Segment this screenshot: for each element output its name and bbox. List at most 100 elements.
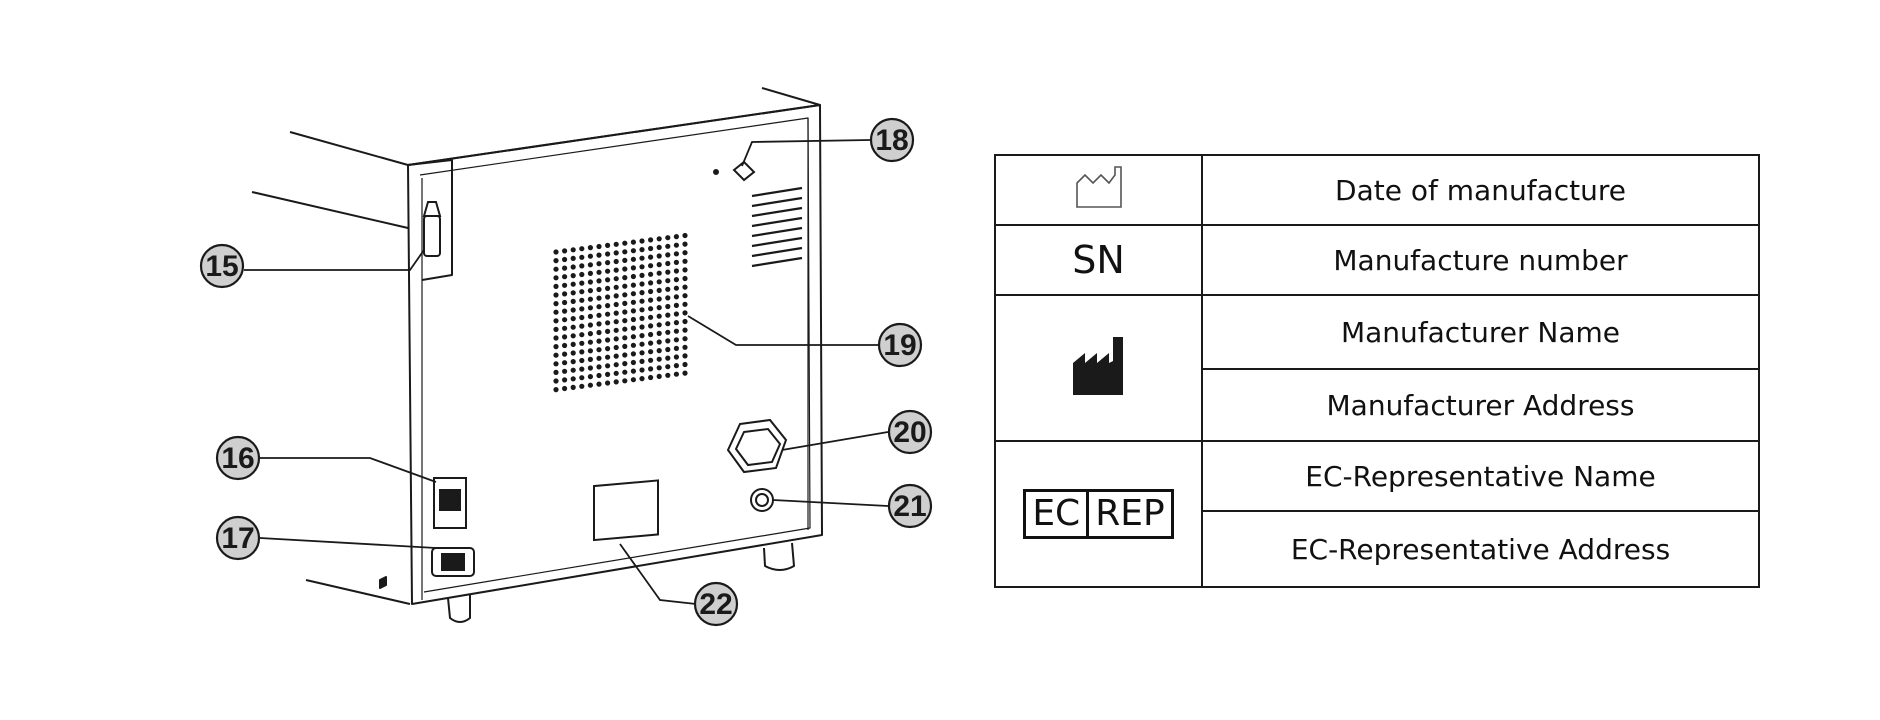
grille-hole bbox=[605, 371, 611, 377]
grille-hole bbox=[648, 280, 654, 286]
grille-hole bbox=[639, 333, 645, 339]
grille-hole bbox=[553, 301, 559, 307]
grille-hole bbox=[648, 271, 654, 277]
grille-hole bbox=[673, 371, 680, 377]
grille-hole bbox=[673, 354, 680, 360]
grille-hole bbox=[682, 232, 688, 239]
grille-hole bbox=[648, 245, 654, 252]
grille-hole bbox=[622, 378, 628, 384]
callout-circle bbox=[877, 322, 923, 368]
grille-hole bbox=[587, 322, 594, 328]
callout-leader-line bbox=[244, 249, 425, 271]
grille-hole bbox=[622, 326, 628, 332]
grille-hole bbox=[656, 322, 662, 328]
grille-hole bbox=[587, 339, 594, 345]
grille-hole bbox=[622, 361, 628, 367]
grille-hole bbox=[613, 370, 619, 376]
grille-hole bbox=[570, 255, 576, 261]
grille-hole bbox=[639, 307, 645, 313]
callout-label: 20 bbox=[893, 416, 926, 449]
grille-hole bbox=[673, 234, 680, 240]
label-plate bbox=[593, 479, 659, 542]
grille-hole bbox=[579, 366, 585, 372]
grille-hole bbox=[682, 301, 688, 307]
grille-hole bbox=[596, 243, 602, 250]
grille-hole bbox=[605, 363, 611, 369]
grille-hole bbox=[639, 324, 645, 330]
callout-label: 16 bbox=[221, 442, 254, 475]
grille-hole bbox=[562, 368, 568, 374]
grille-hole bbox=[673, 337, 680, 343]
grille-hole bbox=[630, 256, 637, 262]
legend-text: EC-Representative Name bbox=[1201, 440, 1760, 512]
callout-leader-line bbox=[772, 499, 889, 507]
grille-hole bbox=[613, 284, 619, 290]
grille-hole bbox=[579, 297, 585, 303]
callout-label: 18 bbox=[875, 124, 908, 157]
grille-hole bbox=[596, 261, 602, 267]
cabinet-top-edge bbox=[289, 87, 821, 166]
grille-hole bbox=[682, 284, 688, 290]
callout-leader-line bbox=[781, 431, 889, 451]
grille-hole bbox=[630, 291, 637, 297]
grille-hole bbox=[579, 263, 585, 269]
grille-hole bbox=[553, 266, 559, 272]
grille-hole bbox=[562, 299, 568, 306]
grille-hole bbox=[673, 328, 680, 334]
grille-hole bbox=[622, 343, 628, 349]
grille-hole bbox=[648, 331, 654, 338]
grille-hole bbox=[579, 306, 585, 312]
grille-hole bbox=[656, 253, 662, 259]
grille-hole bbox=[673, 268, 680, 274]
grille-hole bbox=[665, 252, 671, 258]
grille-hole bbox=[596, 312, 602, 318]
grille-hole bbox=[562, 248, 568, 254]
grille-hole bbox=[613, 379, 619, 385]
grille-hole bbox=[673, 311, 680, 317]
grille-hole bbox=[648, 340, 654, 346]
grille-hole bbox=[553, 309, 559, 315]
foot-right bbox=[763, 542, 795, 571]
grille-hole bbox=[682, 327, 688, 333]
grille-hole bbox=[656, 305, 662, 311]
grille-hole bbox=[665, 243, 671, 249]
grille-hole bbox=[648, 323, 654, 329]
grille-hole bbox=[570, 384, 576, 390]
cabinet-bottom-edge bbox=[305, 579, 411, 605]
grille-hole bbox=[682, 344, 688, 350]
grille-hole bbox=[605, 380, 611, 386]
grille-hole bbox=[630, 273, 637, 280]
grille-hole bbox=[630, 377, 637, 383]
grille-hole bbox=[596, 381, 602, 387]
grille-hole bbox=[605, 268, 611, 274]
grille-hole bbox=[665, 321, 671, 327]
grille-hole bbox=[605, 251, 611, 257]
grille-hole bbox=[562, 282, 568, 288]
grille-hole bbox=[665, 312, 671, 318]
callout-circle bbox=[869, 117, 915, 163]
grille-hole bbox=[639, 290, 645, 296]
grille-hole bbox=[587, 296, 594, 302]
callout-circle bbox=[693, 581, 739, 627]
grille-hole bbox=[682, 318, 688, 325]
grille-hole bbox=[587, 313, 594, 319]
sn-symbol: SN bbox=[1072, 238, 1125, 282]
grille-hole bbox=[579, 349, 585, 355]
grille-hole bbox=[639, 358, 645, 364]
grille-hole bbox=[639, 272, 645, 278]
grille-hole bbox=[553, 344, 559, 350]
grille-hole bbox=[587, 279, 594, 285]
legend-text: EC-Representative Address bbox=[1201, 510, 1760, 588]
symbol-cell: SN bbox=[994, 224, 1203, 296]
grille-hole bbox=[613, 336, 619, 342]
grille-hole bbox=[639, 298, 645, 304]
grille-hole bbox=[682, 310, 688, 316]
grille-hole bbox=[562, 291, 568, 297]
grille-hole bbox=[596, 321, 602, 327]
grille-hole bbox=[579, 289, 585, 295]
grille-hole bbox=[613, 241, 619, 247]
grille-hole bbox=[587, 245, 594, 251]
grille-hole bbox=[596, 329, 602, 336]
grille-hole bbox=[682, 267, 688, 273]
grille-hole bbox=[553, 335, 559, 341]
